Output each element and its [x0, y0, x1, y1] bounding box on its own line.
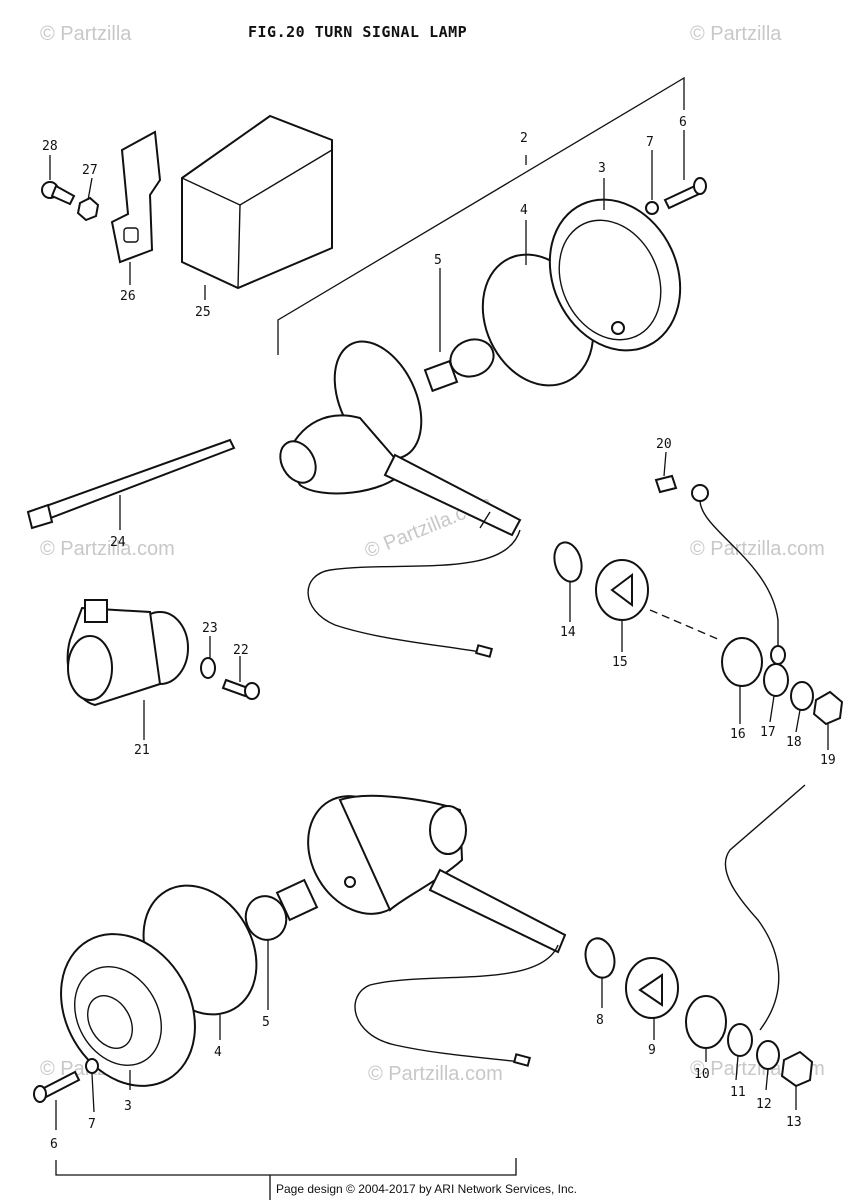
bulb-part	[423, 338, 495, 393]
leader-line	[649, 609, 721, 641]
callout-label: 14	[560, 625, 576, 640]
callout-label: 3	[124, 1099, 132, 1114]
washer-part	[645, 201, 659, 215]
washer-part	[85, 1058, 99, 1074]
callout-label: 19	[820, 753, 836, 768]
washer-part	[584, 937, 616, 979]
group-bracket-2	[277, 76, 685, 355]
callout-label: 10	[694, 1067, 710, 1082]
watermark: © Partzilla	[40, 23, 132, 45]
flasher-relay-part	[181, 114, 333, 290]
callout-label: 24	[110, 535, 126, 550]
nut-part	[812, 690, 844, 726]
callout-label: 23	[202, 621, 218, 636]
watermark: © Partzilla.com	[368, 1063, 503, 1085]
callout-label: 3	[598, 161, 606, 176]
lock-washer-part	[756, 1040, 780, 1070]
screw-part	[663, 177, 707, 210]
callout-label: 28	[42, 139, 58, 154]
wire-terminal-part	[512, 1053, 532, 1067]
callout-label: 22	[233, 643, 249, 658]
cushion-part	[625, 957, 679, 1019]
screw-part	[33, 1070, 81, 1103]
lock-washer-part	[790, 681, 814, 711]
nut-part	[780, 1050, 814, 1088]
callout-label: 5	[262, 1015, 270, 1030]
watermark: © Partzilla.com	[690, 538, 825, 560]
callout-label: 18	[786, 735, 802, 750]
callout-label: 9	[648, 1043, 656, 1058]
lamp-wire-part	[307, 529, 521, 653]
lower-lamp-housing-part	[307, 794, 567, 954]
ground-wire-part	[654, 474, 786, 665]
washer-part	[553, 541, 583, 583]
callout-label: 4	[214, 1045, 222, 1060]
callout-label: 11	[730, 1085, 746, 1100]
nut-part	[76, 196, 100, 222]
lens-part	[548, 198, 682, 352]
callout-label: 8	[596, 1013, 604, 1028]
tie-band-part	[26, 438, 236, 530]
upper-lamp-housing-part	[279, 340, 522, 537]
callout-label: 5	[434, 253, 442, 268]
group-bracket-bottom	[55, 1158, 517, 1176]
callout-label: 20	[656, 437, 672, 452]
callout-label: 15	[612, 655, 628, 670]
lead-wire-part	[724, 784, 806, 1031]
callout-label: 12	[756, 1097, 772, 1112]
wire-terminal-part	[474, 644, 494, 658]
bulb-part	[244, 878, 319, 941]
grommet-part	[721, 637, 763, 687]
callout-label: 4	[520, 203, 528, 218]
lamp-wire-part	[354, 944, 559, 1063]
bolt-part	[41, 181, 76, 206]
callout-label: 13	[786, 1115, 802, 1130]
grommet-part	[685, 995, 727, 1049]
relay-bracket-part	[110, 130, 162, 264]
watermark: © Partzilla.com	[40, 538, 175, 560]
washer-part	[763, 663, 789, 697]
callout-label: 6	[50, 1137, 58, 1152]
washer-part	[200, 657, 216, 679]
callout-label: 26	[120, 289, 136, 304]
watermark: © Partzilla	[690, 23, 782, 45]
callout-label: 2	[520, 131, 528, 146]
callout-label: 21	[134, 743, 150, 758]
callout-label: 7	[88, 1117, 96, 1132]
cushion-part	[595, 559, 649, 621]
screw-part	[221, 678, 260, 700]
callout-label: 25	[195, 305, 211, 320]
callout-label: 6	[679, 115, 687, 130]
socket-part	[66, 599, 189, 707]
washer-part	[727, 1023, 753, 1057]
callout-label: 27	[82, 163, 98, 178]
copyright-footer: Page design © 2004-2017 by ARI Network S…	[276, 1182, 577, 1196]
lens-part	[60, 933, 196, 1087]
callout-labels: 2 3 4 5 6 7 14 15 16 17 18 19 20 21 22 2…	[42, 115, 836, 1152]
leader-lines	[49, 130, 829, 1130]
callout-label: 17	[760, 725, 776, 740]
callout-label: 7	[646, 135, 654, 150]
figure-title: FIG.20 TURN SIGNAL LAMP	[248, 23, 467, 41]
callout-label: 16	[730, 727, 746, 742]
